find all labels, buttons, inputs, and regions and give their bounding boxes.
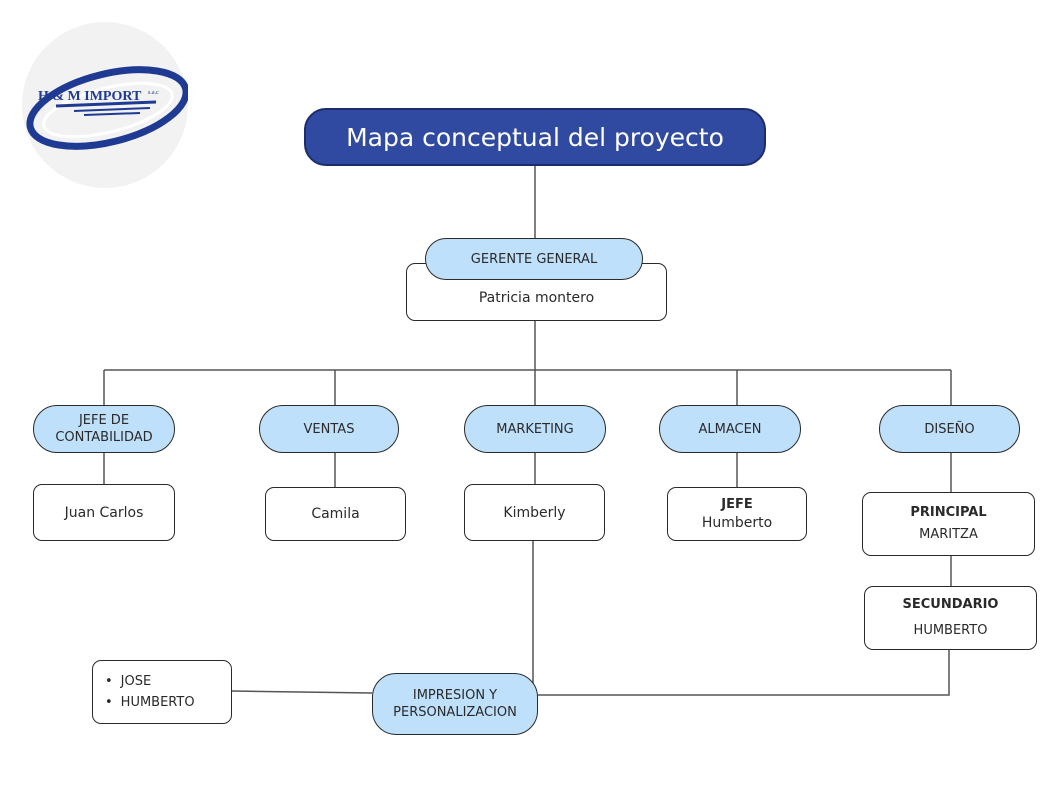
dept-role: ALMACEN bbox=[698, 421, 762, 437]
logo-suffix: s.a.c bbox=[148, 90, 159, 96]
impresion-pill: IMPRESION Y PERSONALIZACION bbox=[372, 673, 538, 735]
gerente-role: GERENTE GENERAL bbox=[470, 251, 598, 267]
secundario-name: HUMBERTO bbox=[913, 623, 988, 638]
gerente-role-pill: GERENTE GENERAL bbox=[425, 238, 643, 280]
gerente-name: Patricia montero bbox=[478, 290, 595, 306]
impresion-line2: PERSONALIZACION bbox=[393, 705, 517, 720]
secundario-label: SECUNDARIO bbox=[902, 597, 999, 612]
diseno-secundario-box: SECUNDARIO HUMBERTO bbox=[864, 586, 1037, 650]
principal-label: PRINCIPAL bbox=[910, 505, 987, 520]
dept-pill-almacen: ALMACEN bbox=[659, 405, 801, 453]
dept-role: DISEÑO bbox=[924, 421, 975, 437]
dept-pill-diseno: DISEÑO bbox=[879, 405, 1020, 453]
dept-box-ventas: Camila bbox=[265, 487, 406, 541]
logo-emblem-icon: H & M IMPORT s.a.c bbox=[26, 66, 190, 150]
dept-role: VENTAS bbox=[303, 421, 355, 437]
dept-name: Juan Carlos bbox=[64, 504, 144, 521]
dept-role: MARKETING bbox=[496, 421, 574, 437]
dept-box-almacen: JEFE Humberto bbox=[667, 487, 807, 541]
impresion-line1: IMPRESION Y bbox=[412, 688, 498, 703]
dept-sub-label: JEFE bbox=[721, 497, 753, 512]
dept-pill-contabilidad: JEFE DE CONTABILIDAD bbox=[33, 405, 175, 453]
impresion-members-box: JOSE HUMBERTO bbox=[92, 660, 232, 724]
company-logo: H & M IMPORT s.a.c bbox=[22, 22, 190, 188]
dept-box-contabilidad: Juan Carlos bbox=[33, 484, 175, 541]
member-list-item: JOSE bbox=[105, 671, 231, 692]
dept-name: Humberto bbox=[701, 515, 773, 531]
principal-name: MARITZA bbox=[919, 527, 978, 542]
diagram-title: Mapa conceptual del proyecto bbox=[304, 108, 766, 166]
diseno-principal-box: PRINCIPAL MARITZA bbox=[862, 492, 1035, 556]
dept-name: Camila bbox=[311, 506, 360, 522]
logo-text: H & M IMPORT bbox=[38, 89, 142, 104]
dept-pill-marketing: MARKETING bbox=[464, 405, 606, 453]
dept-name: Kimberly bbox=[503, 504, 566, 521]
dept-role-line1: JEFE DE bbox=[78, 413, 130, 428]
dept-box-marketing: Kimberly bbox=[464, 484, 605, 541]
dept-pill-ventas: VENTAS bbox=[259, 405, 399, 453]
member-list-item: HUMBERTO bbox=[105, 692, 231, 713]
dept-role-line2: CONTABILIDAD bbox=[55, 430, 153, 445]
